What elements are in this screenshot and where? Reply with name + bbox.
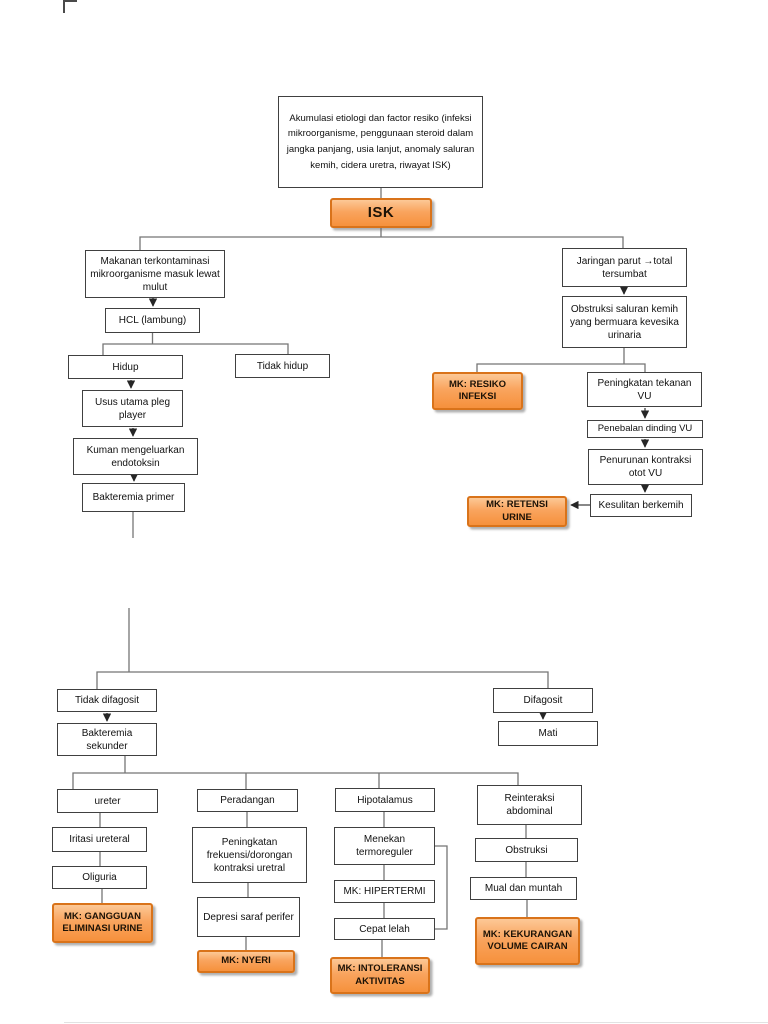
node-bakteremia-sekunder: Bakteremia sekunder — [57, 723, 157, 756]
node-ureter: ureter — [57, 789, 158, 813]
node-obstruksi-saluran-kemih: Obstruksi saluran kemih yang bermuara ke… — [562, 296, 687, 348]
node-cepat-lelah: Cepat lelah — [334, 918, 435, 940]
node-hipotalamus: Hipotalamus — [335, 788, 435, 812]
node-penebalan-dinding-vu: Penebalan dinding VU — [587, 420, 703, 438]
connector-hcl-split — [102, 333, 289, 355]
page-bottom-divider — [64, 1022, 768, 1023]
node-hcl-lambung: HCL (lambung) — [105, 308, 200, 333]
node-hidup: Hidup — [68, 355, 183, 379]
node-mk-resiko-infeksi: MK: RESIKO INFEKSI — [432, 372, 523, 410]
node-mk-intoleransi-aktivitas: MK: INTOLERANSI AKTIVITAS — [330, 957, 430, 994]
connector-bracket-termoreguler — [435, 845, 448, 930]
node-mk-kekurangan-volume: MK: KEKURANGAN VOLUME CAIRAN — [475, 917, 580, 965]
node-peningkatan-tekanan-vu: Peningkatan tekanan VU — [587, 372, 702, 407]
page-corner-mark — [63, 0, 65, 13]
node-mk-retensi-urine: MK: RETENSI URINE — [467, 496, 567, 527]
connector-obstruksi-split — [476, 348, 646, 372]
node-mk-nyeri: MK: NYERI — [197, 950, 295, 973]
node-tidak-difagosit: Tidak difagosit — [57, 689, 157, 712]
node-difagosit: Difagosit — [493, 688, 593, 713]
page-corner-mark — [63, 0, 77, 2]
node-reinteraksi-abdominal: Reinteraksi abdominal — [477, 785, 582, 825]
node-kesulitan-berkemih: Kesulitan berkemih — [590, 494, 692, 517]
node-isk: ISK — [330, 198, 432, 228]
node-mk-hipertermi: MK: HIPERTERMI — [334, 880, 435, 903]
node-depresi-saraf-perifer: Depresi saraf perifer — [197, 897, 300, 937]
node-peningkatan-frekuensi: Peningkatan frekuensi/dorongan kontraksi… — [192, 827, 307, 883]
node-tidak-hidup: Tidak hidup — [235, 354, 330, 378]
node-mati: Mati — [498, 721, 598, 746]
connector-bottom-rail — [72, 756, 519, 789]
node-menekan-termoreguler: Menekan termoreguler — [334, 827, 435, 865]
connector-isk-split — [139, 228, 624, 250]
node-etiology: Akumulasi etiologi dan factor resiko (in… — [278, 96, 483, 188]
node-penurunan-kontraksi-vu: Penurunan kontraksi otot VU — [588, 449, 703, 485]
node-kuman-endotoksin: Kuman mengeluarkan endotoksin — [73, 438, 198, 475]
node-jaringan-parut: Jaringan parut →total tersumbat — [562, 248, 687, 287]
node-mual-dan-muntah: Mual dan muntah — [470, 877, 577, 900]
node-makanan-terkontaminasi: Makanan terkontaminasi mikroorganisme ma… — [85, 250, 225, 298]
node-mk-gangguan-eliminasi: MK: GANGGUAN ELIMINASI URINE — [52, 903, 153, 943]
node-iritasi-ureteral: Iritasi ureteral — [52, 827, 147, 852]
connector-lower-split — [96, 608, 549, 689]
node-oliguria: Oliguria — [52, 866, 147, 889]
node-bakteremia-primer: Bakteremia primer — [82, 483, 185, 512]
node-obstruksi: Obstruksi — [475, 838, 578, 862]
node-peradangan: Peradangan — [197, 789, 298, 812]
node-usus-utama: Usus utama pleg player — [82, 390, 183, 427]
